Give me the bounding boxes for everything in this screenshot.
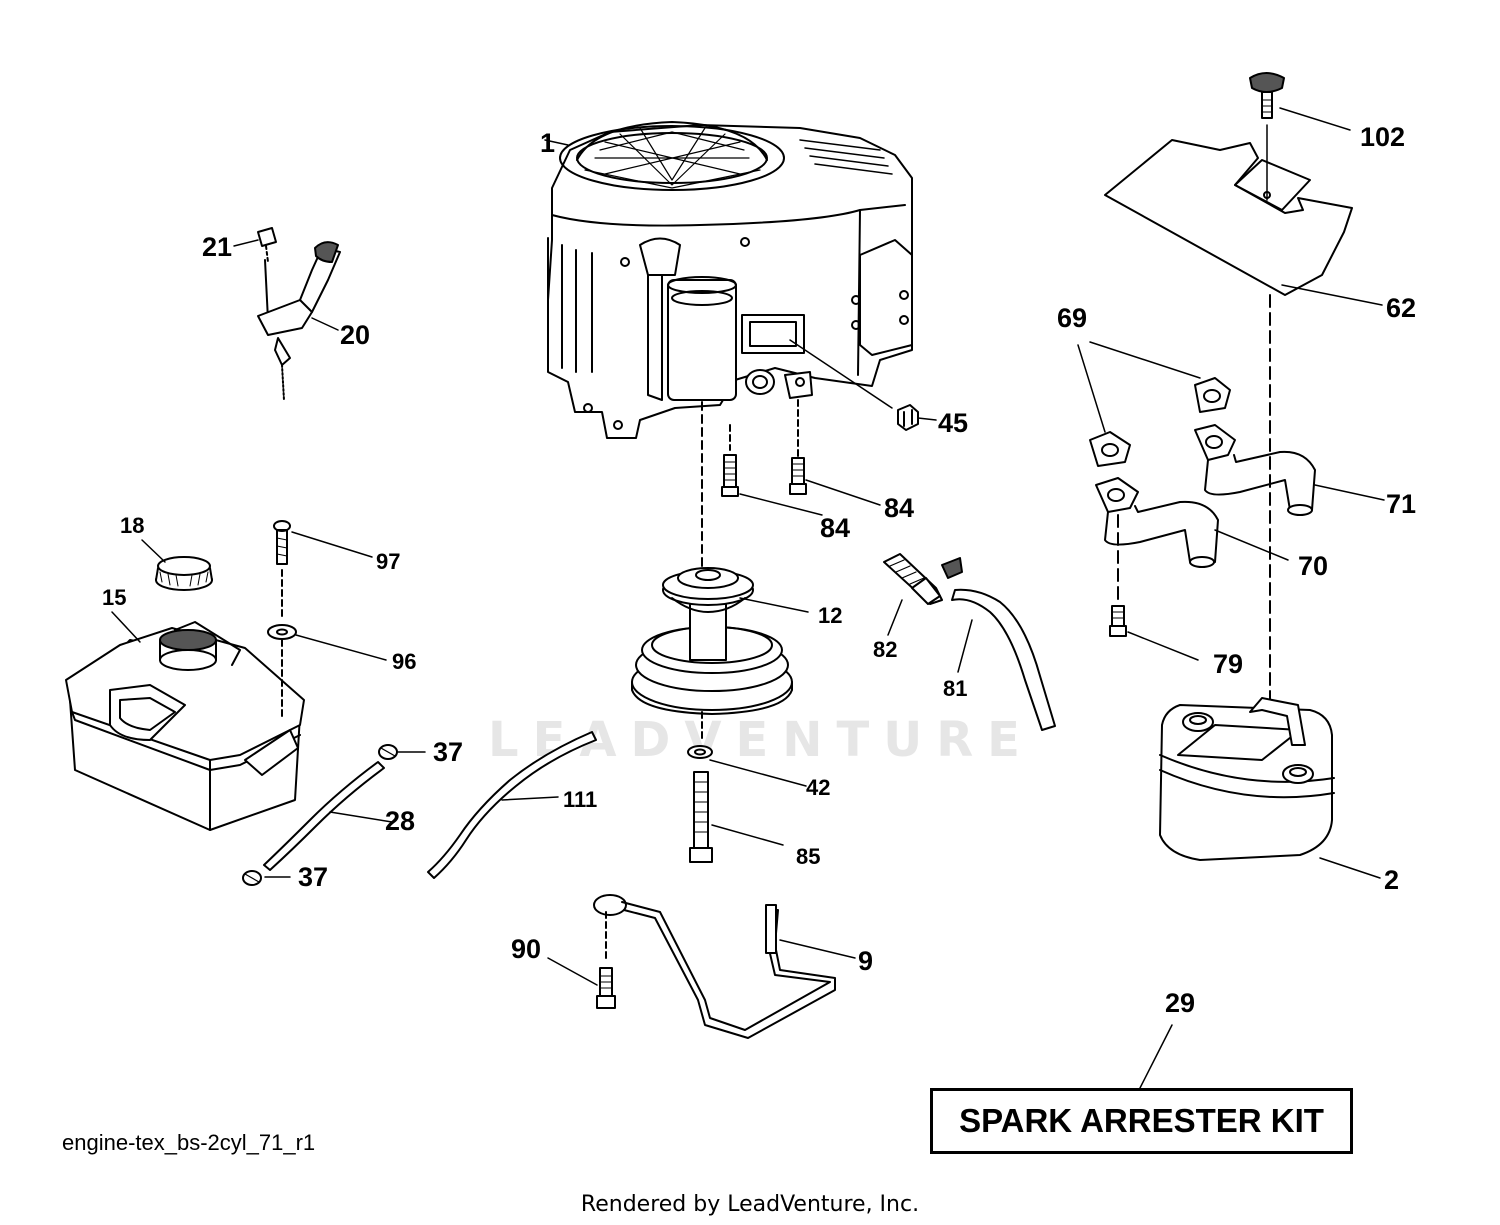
callout-96: 96 <box>392 649 417 674</box>
callout-102: 102 <box>1360 122 1406 152</box>
part-18-fuel-cap[interactable] <box>155 556 213 591</box>
callout-69: 69 <box>1057 303 1088 333</box>
part-90-bolt[interactable] <box>596 911 616 1009</box>
part-81-hose[interactable] <box>951 588 1056 731</box>
callout-20: 20 <box>340 320 371 350</box>
part-69-gasket-left[interactable] <box>1089 431 1131 467</box>
spark-arrester-kit-label: SPARK ARRESTER KIT <box>959 1102 1324 1139</box>
callout-37-bottom: 37 <box>298 862 329 892</box>
part-45-nut[interactable] <box>897 404 919 431</box>
render-credit: Rendered by LeadVenture, Inc. <box>580 1192 920 1217</box>
callout-28: 28 <box>385 806 416 836</box>
part-84-bolt-left[interactable] <box>721 424 739 497</box>
part-12-pulley[interactable] <box>631 401 793 715</box>
callout-42: 42 <box>806 775 831 800</box>
part-37-clamp-bottom[interactable] <box>242 870 262 886</box>
part-9-bracket[interactable] <box>593 894 836 1039</box>
callout-90: 90 <box>511 934 542 964</box>
callout-81: 81 <box>943 676 968 701</box>
callout-84-right: 84 <box>884 493 915 523</box>
callout-45: 45 <box>938 408 969 438</box>
callout-1: 1 <box>540 128 556 158</box>
callout-79: 79 <box>1213 649 1244 679</box>
engine-part[interactable] <box>547 121 913 439</box>
callout-82: 82 <box>873 637 898 662</box>
callout-18: 18 <box>120 513 145 538</box>
part-97-screw[interactable] <box>273 520 291 565</box>
part-70-exhaust-pipe[interactable] <box>1095 477 1219 568</box>
callout-111: 111 <box>563 787 598 812</box>
callout-71: 71 <box>1386 489 1417 519</box>
callout-84-left: 84 <box>820 513 851 543</box>
callout-12: 12 <box>818 603 843 628</box>
callout-2: 2 <box>1384 865 1400 895</box>
part-2-muffler[interactable] <box>1159 697 1335 861</box>
part-42-washer[interactable] <box>687 745 713 759</box>
callout-70: 70 <box>1298 551 1329 581</box>
part-15-fuel-tank[interactable] <box>65 621 305 831</box>
part-96-washer[interactable] <box>267 624 297 640</box>
throttle-control-part[interactable] <box>257 227 341 401</box>
part-84-bolt-right[interactable] <box>789 399 807 495</box>
callout-15: 15 <box>102 585 127 610</box>
spark-arrester-kit-box[interactable]: SPARK ARRESTER KIT <box>930 1088 1353 1154</box>
part-28-fuel-line[interactable] <box>263 761 385 871</box>
callout-85: 85 <box>796 844 821 869</box>
callout-62: 62 <box>1386 293 1417 323</box>
part-71-exhaust-pipe[interactable] <box>1194 424 1316 516</box>
part-82-fitting[interactable] <box>883 553 963 605</box>
part-111-hose[interactable] <box>427 731 597 879</box>
part-69-gasket-right[interactable] <box>1194 377 1231 413</box>
callout-29: 29 <box>1165 988 1196 1018</box>
part-102-knob[interactable] <box>1249 72 1285 119</box>
part-85-bolt[interactable] <box>689 771 713 863</box>
part-62-shield[interactable] <box>1104 139 1353 296</box>
diagram-file-name: engine-tex_bs-2cyl_71_r1 <box>62 1130 316 1155</box>
callout-9: 9 <box>858 946 874 976</box>
callout-37-top: 37 <box>433 737 464 767</box>
part-37-clamp-top[interactable] <box>378 744 398 760</box>
callout-21: 21 <box>202 232 233 262</box>
part-79-bolt[interactable] <box>1109 605 1127 637</box>
callout-97: 97 <box>376 549 401 574</box>
